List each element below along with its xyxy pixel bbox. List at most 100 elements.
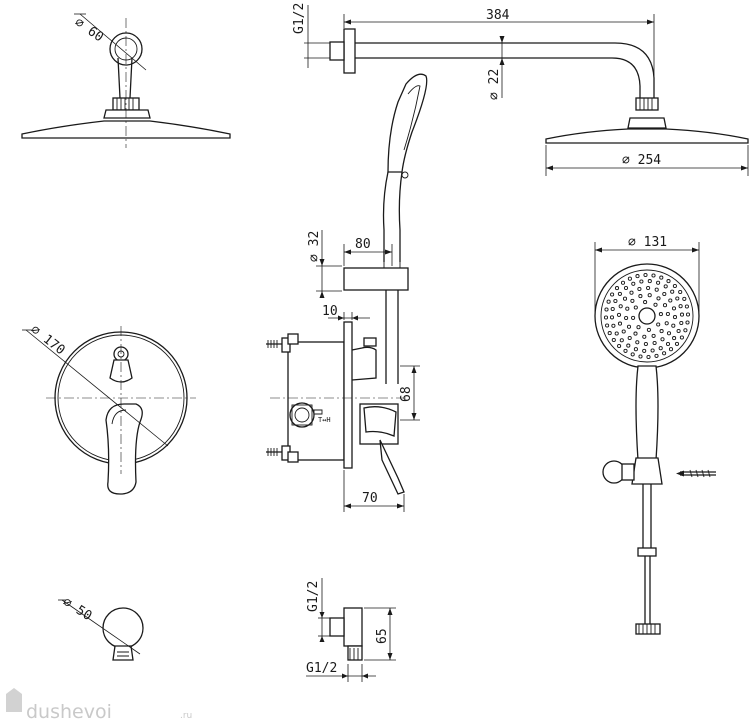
nozzle-dot [656,296,661,301]
nozzle-dot [659,329,664,334]
nozzle-dot [643,272,648,278]
rain-head-front-view [21,18,231,148]
nozzle-dot [656,322,661,327]
nozzle-dot [636,325,641,330]
outlet-diameter-label: ∅ 50 [60,595,95,624]
nozzle-dot [637,286,642,292]
nozzle-dot [660,337,665,342]
hand-shower-dimension: ∅ 131 [594,235,700,312]
nozzle-dot [627,335,632,341]
plate-diameter-label: ∅ 170 [28,322,68,358]
nozzle-dot [630,298,635,303]
nozzle-dot [611,337,616,343]
nozzle-dot [685,320,690,325]
nozzle-dot [610,292,615,297]
nozzle-dot [643,341,648,347]
nozzle-dot [642,348,647,353]
nozzle-dot [618,304,623,309]
nozzle-dot [617,321,623,326]
nozzle-dot [653,302,658,307]
nozzle-dot [658,312,663,317]
wall-connection-diameter-label: ∅ 60 [72,15,106,45]
watermark-text: dushevoi [26,701,112,723]
nozzle-dot [658,346,663,351]
nozzle-dot [679,320,684,326]
nozzle-dot [665,341,671,347]
nozzle-dot [672,283,677,289]
nozzle-dot [623,348,628,353]
nozzle-dot [623,285,629,291]
arm-diameter-label: ∅ 22 [487,69,502,100]
nozzle-dot [674,341,680,346]
nozzle-dot [651,333,656,338]
nozzle-dot [626,324,632,329]
nozzle-dot [647,293,652,298]
nozzle-dot [639,279,644,284]
nozzle-dot [679,335,684,340]
nozzle-dot [616,312,622,317]
nozzle-dot [617,291,622,296]
watermark: dushevoi .ru [6,688,192,723]
nozzle-dot [627,276,632,281]
nozzle-dot [638,294,643,299]
nozzle-dot [659,275,664,280]
nozzle-dot [631,315,636,320]
nozzle-dot [633,305,638,310]
nozzle-dot [635,274,640,279]
nozzle-dot [650,348,655,353]
nozzle-dot [662,351,667,356]
nozzle-dot [646,354,651,360]
nozzle-dot [675,296,680,301]
nozzle-dot [603,315,609,320]
head-diameter-label: ∅ 254 [622,153,661,168]
nozzle-dot [656,280,661,285]
nozzle-dot [610,306,615,312]
nozzle-dot [625,306,630,311]
nozzle-dot [654,287,659,292]
nozzle-dot [672,315,678,320]
nozzle-dot [621,329,626,334]
valve-height-label: 68 [399,386,414,402]
nozzle-dot [678,289,683,295]
nozzle-dot [665,311,670,317]
holder-dimensions: ∅ 32 80 [307,230,393,298]
hand-shower-side-view [343,73,428,384]
nozzle-dot [620,280,626,285]
nozzle-dot [678,304,683,309]
wall-outlet-front: ∅ 50 [58,595,144,661]
nozzle-dot [663,284,668,289]
outlet-thread-bottom-label: G1/2 [306,661,337,676]
nozzle-dot [633,347,638,352]
nozzle-dot [662,291,667,297]
nozzle-dot [604,307,609,312]
nozzle-dot [666,331,672,336]
arm-length-label: 384 [486,8,510,23]
nozzle-dot [624,315,629,321]
nozzle-dot [652,340,657,346]
nozzle-dot [664,321,669,326]
outlet-height-label: 65 [375,628,390,644]
nozzle-dot [671,306,677,311]
hand-shower-front [594,263,716,635]
nozzle-dot [662,303,668,308]
nozzle-dot [647,279,652,284]
nozzle-dot [638,354,643,359]
nozzle-dot [630,352,635,357]
nozzle-dot [672,336,677,341]
nozzle-dot [633,331,638,336]
nozzle-dot [684,304,689,309]
arm-thread-label: G1/2 [292,3,307,34]
nozzle-dot [606,299,611,304]
nozzle-dot [635,340,640,345]
shower-arm [329,28,749,144]
valve-dimensions: 10 68 70 [322,304,420,512]
nozzle-dot [626,343,631,348]
nozzle-dot [631,281,636,286]
hand-shower-diameter-label: ∅ 131 [628,235,667,250]
nozzle-dot [617,343,622,349]
box-marking: T↔H [318,416,331,424]
nozzle-dot [668,298,673,303]
nozzle-dot [607,331,612,336]
nozzle-dot [685,312,691,317]
